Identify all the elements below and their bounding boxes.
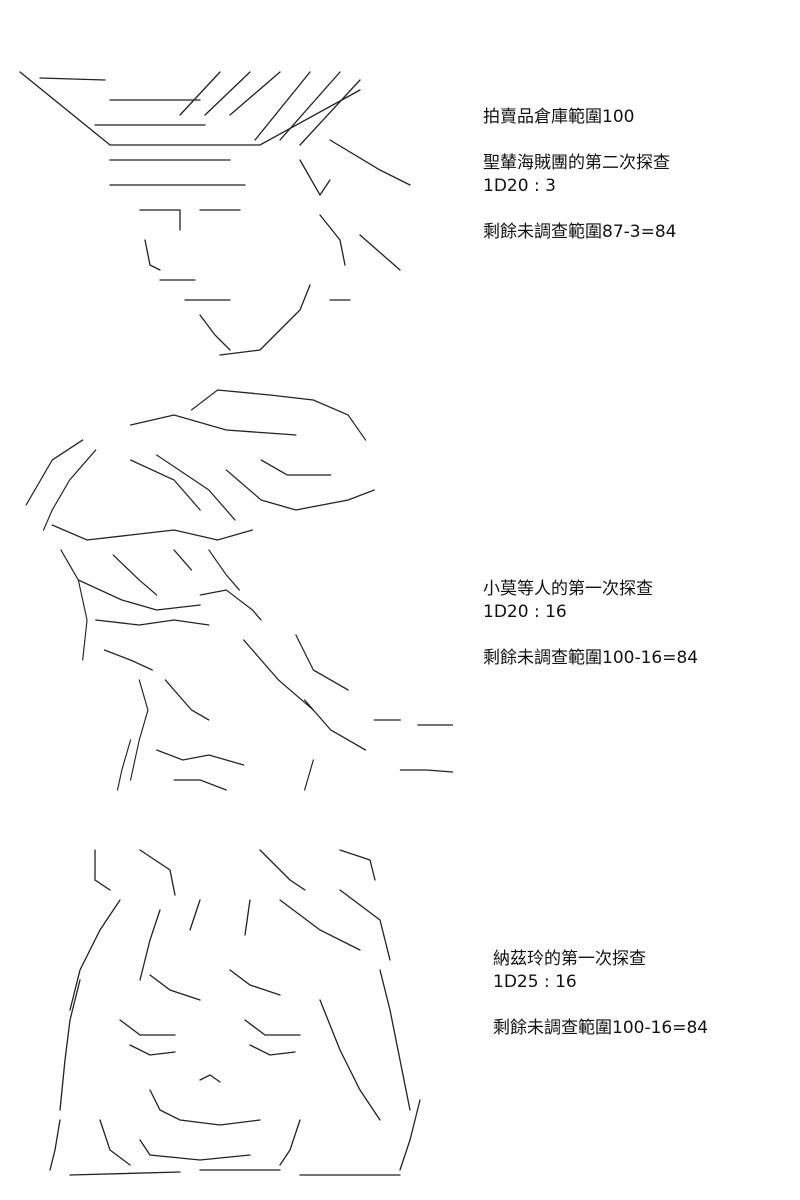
roll-label: 小莫等人的第一次探查 — [483, 579, 653, 599]
remaining-range: 剩餘未調查範圍100-16=84 — [483, 648, 699, 668]
remaining-range: 剩餘未調查範圍100-16=84 — [493, 1018, 709, 1038]
panel-2: 小莫等人的第一次探查 1D20 : 16 剩餘未調查範圍100-16=84 — [0, 380, 800, 820]
roll-note-2: 小莫等人的第一次探查 1D20 : 16 剩餘未調查範圍100-16=84 — [483, 578, 698, 670]
roll-note-3: 納茲玲的第一次探查 1D25 : 16 剩餘未調查範圍100-16=84 — [493, 948, 708, 1040]
panel-1: 拍賣品倉庫範圍100 聖輦海賊團的第二次探查 1D20 : 3 剩餘未調查範圍8… — [0, 0, 800, 380]
roll-result: 1D20 : 16 — [483, 602, 567, 622]
ascii-art-character-3 — [0, 820, 470, 1200]
panel-3: 納茲玲的第一次探查 1D25 : 16 剩餘未調查範圍100-16=84 — [0, 820, 800, 1200]
search-area-title: 拍賣品倉庫範圍100 — [483, 107, 635, 127]
remaining-range: 剩餘未調查範圍87-3=84 — [483, 222, 677, 242]
roll-note-1: 拍賣品倉庫範圍100 聖輦海賊團的第二次探查 1D20 : 3 剩餘未調查範圍8… — [483, 106, 676, 244]
roll-label: 納茲玲的第一次探查 — [493, 949, 646, 969]
roll-label: 聖輦海賊團的第二次探查 — [483, 153, 670, 173]
ascii-art-character-2 — [0, 380, 470, 820]
ascii-art-character-1 — [0, 0, 470, 380]
roll-result: 1D25 : 16 — [493, 972, 577, 992]
roll-result: 1D20 : 3 — [483, 176, 556, 196]
